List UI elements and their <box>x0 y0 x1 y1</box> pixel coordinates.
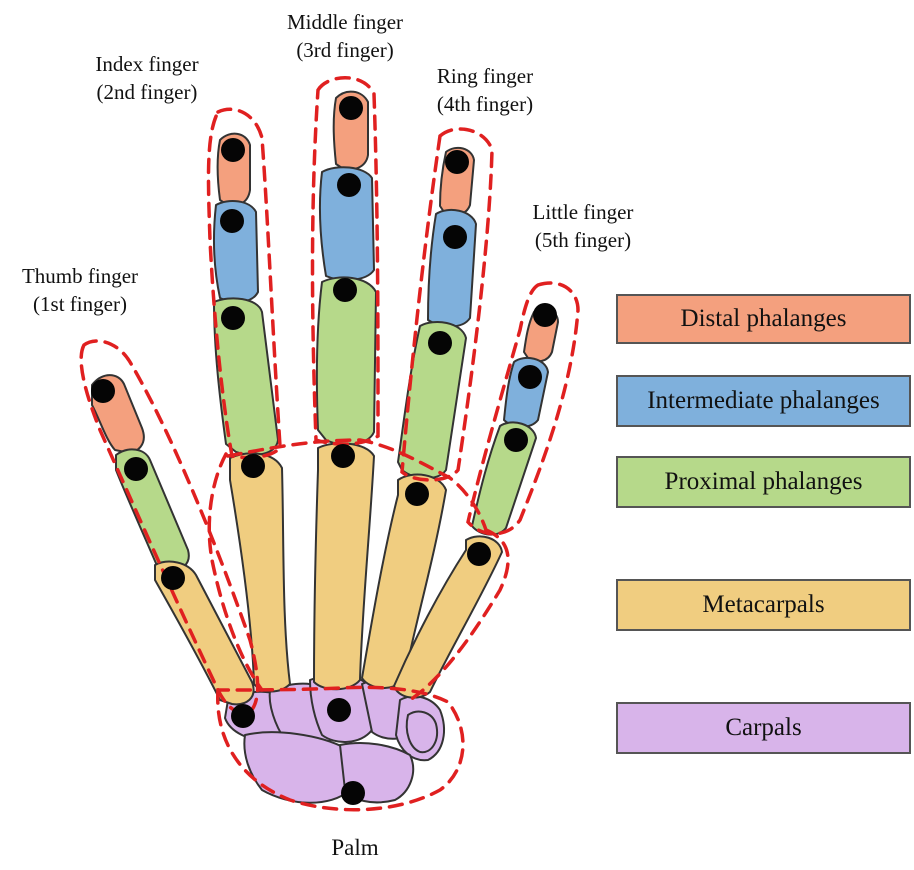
joint-dot <box>220 209 244 233</box>
joint-dot <box>533 303 557 327</box>
joint-dot <box>428 331 452 355</box>
index-finger-label: Index finger (2nd finger) <box>72 50 222 106</box>
joint-dot <box>241 454 265 478</box>
joint-dot <box>518 365 542 389</box>
joint-dot <box>337 173 361 197</box>
joint-dot <box>221 138 245 162</box>
middle-metacarpal-bone <box>314 443 374 689</box>
palm-label: Palm <box>310 834 400 862</box>
joint-dot <box>161 566 185 590</box>
little-finger-label: Little finger (5th finger) <box>508 198 658 254</box>
finger-label-line1: Ring finger <box>410 62 560 90</box>
legend-proximal-phalanges: Proximal phalanges <box>616 456 911 508</box>
legend-metacarpals: Metacarpals <box>616 579 911 631</box>
carpal-bone <box>244 732 350 803</box>
legend-distal-phalanges: Distal phalanges <box>616 294 911 344</box>
middle-proximal-bone <box>317 277 376 444</box>
finger-label-line2: (2nd finger) <box>72 78 222 106</box>
finger-label-line2: (3rd finger) <box>270 36 420 64</box>
joint-dot <box>339 96 363 120</box>
ring-finger-label: Ring finger (4th finger) <box>410 62 560 118</box>
joint-dot <box>341 781 365 805</box>
finger-label-line1: Middle finger <box>270 8 420 36</box>
joint-dot <box>91 379 115 403</box>
thumb-finger-label: Thumb finger (1st finger) <box>5 262 155 318</box>
joint-dot <box>333 278 357 302</box>
joint-dot <box>443 225 467 249</box>
joint-dot <box>331 444 355 468</box>
finger-label-line2: (4th finger) <box>410 90 560 118</box>
joint-dot <box>221 306 245 330</box>
finger-label-line2: (1st finger) <box>5 290 155 318</box>
legend-intermediate-phalanges: Intermediate phalanges <box>616 375 911 427</box>
joint-dot <box>124 457 148 481</box>
joint-dot <box>327 698 351 722</box>
joint-dot <box>504 428 528 452</box>
joint-dot <box>231 704 255 728</box>
finger-label-line1: Thumb finger <box>5 262 155 290</box>
legend-carpals: Carpals <box>616 702 911 754</box>
joint-dot <box>467 542 491 566</box>
finger-label-line1: Little finger <box>508 198 658 226</box>
finger-label-line1: Index finger <box>72 50 222 78</box>
joint-dot <box>445 150 469 174</box>
joint-dot <box>405 482 429 506</box>
finger-label-line2: (5th finger) <box>508 226 658 254</box>
middle-finger-label: Middle finger (3rd finger) <box>270 8 420 64</box>
